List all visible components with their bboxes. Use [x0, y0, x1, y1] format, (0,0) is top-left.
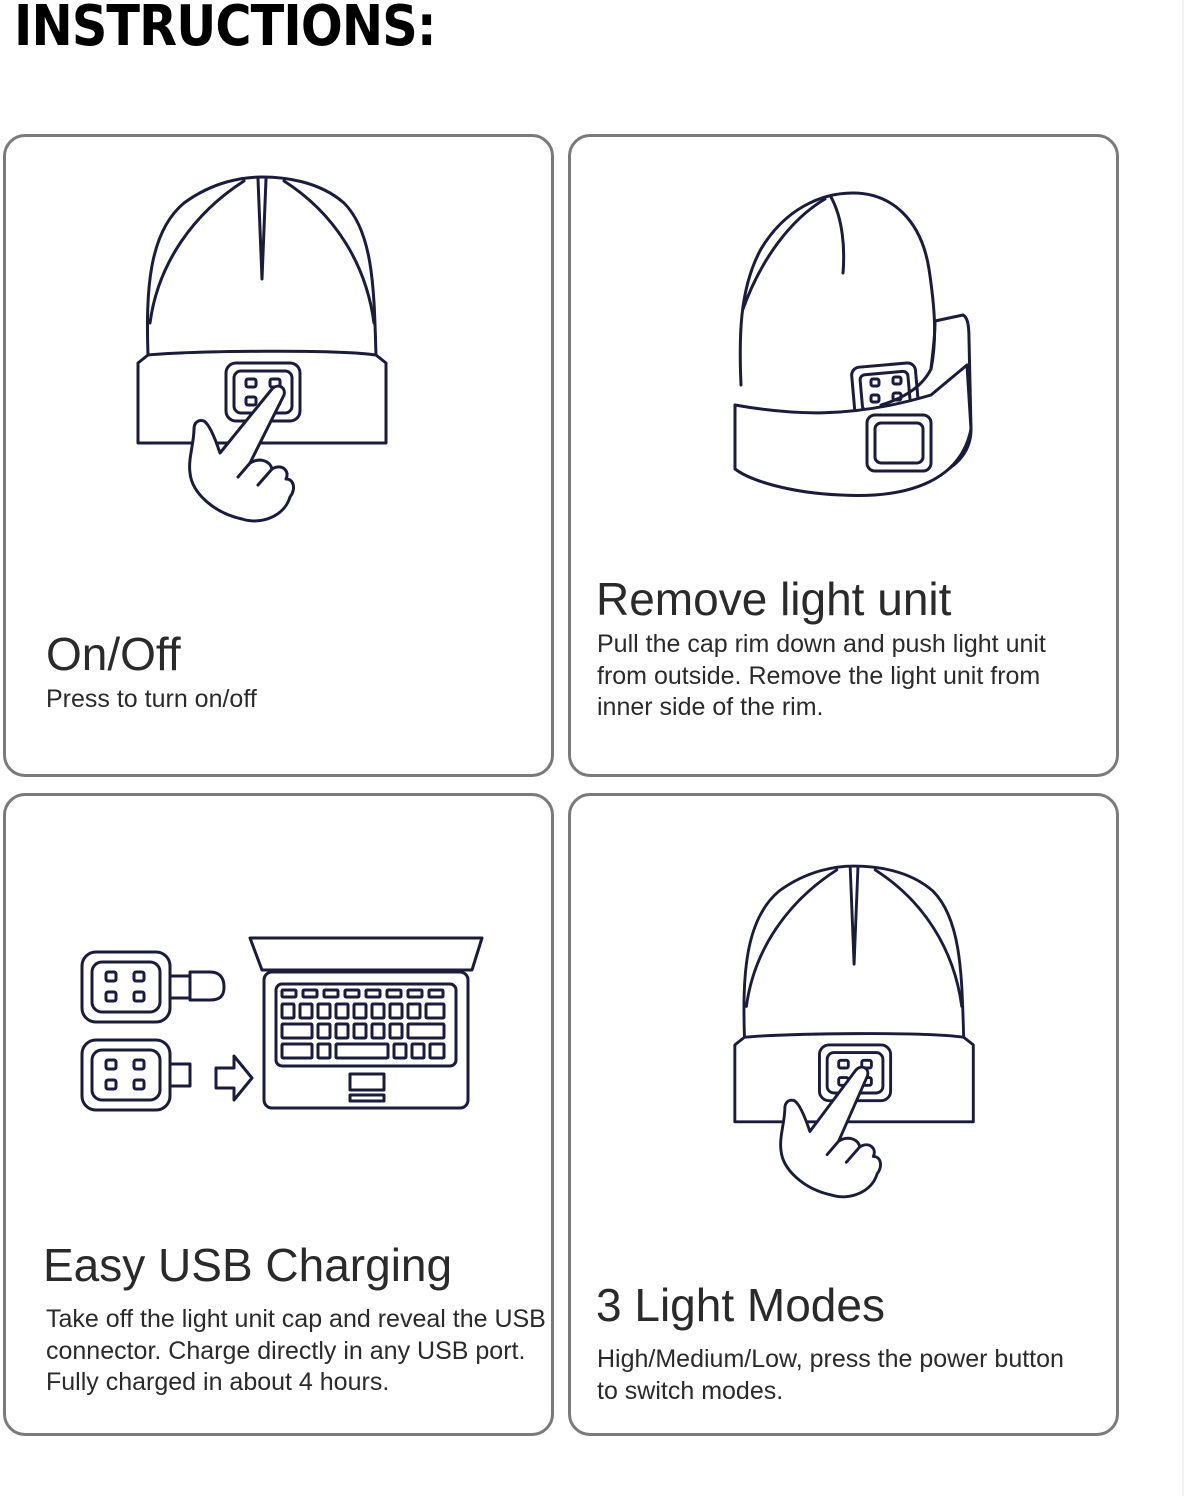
instruction-card-usb-charging: Easy USB Charging Take off the light uni…: [3, 793, 554, 1436]
card-title: Remove light unit: [596, 573, 952, 625]
card-description: High/Medium/Low, press the power button …: [597, 1345, 1064, 1405]
card-description: Pull the cap rim down and push light uni…: [597, 630, 1046, 721]
card-title: Easy USB Charging: [43, 1239, 453, 1291]
card-title: 3 Light Modes: [596, 1279, 885, 1331]
card-title: On/Off: [46, 628, 181, 680]
beanie-front-finger-press-icon: [134, 173, 394, 523]
usb-light-unit-to-laptop-icon: [78, 932, 498, 1117]
page-title: INSTRUCTIONS:: [14, 0, 437, 59]
instruction-card-remove-light-unit: Remove light unit Pull the cap rim down …: [568, 134, 1119, 777]
card-description: Take off the light unit cap and reveal t…: [46, 1305, 546, 1396]
card-description: Press to turn on/off: [46, 685, 257, 713]
instruction-card-light-modes: 3 Light Modes High/Medium/Low, press the…: [568, 793, 1119, 1436]
edge-divider: [1182, 0, 1184, 1496]
beanie-front-finger-press-icon: [731, 858, 981, 1203]
beanie-folded-rim-light-unit-icon: [731, 189, 981, 499]
instruction-card-on-off: On/Off Press to turn on/off: [3, 134, 554, 777]
